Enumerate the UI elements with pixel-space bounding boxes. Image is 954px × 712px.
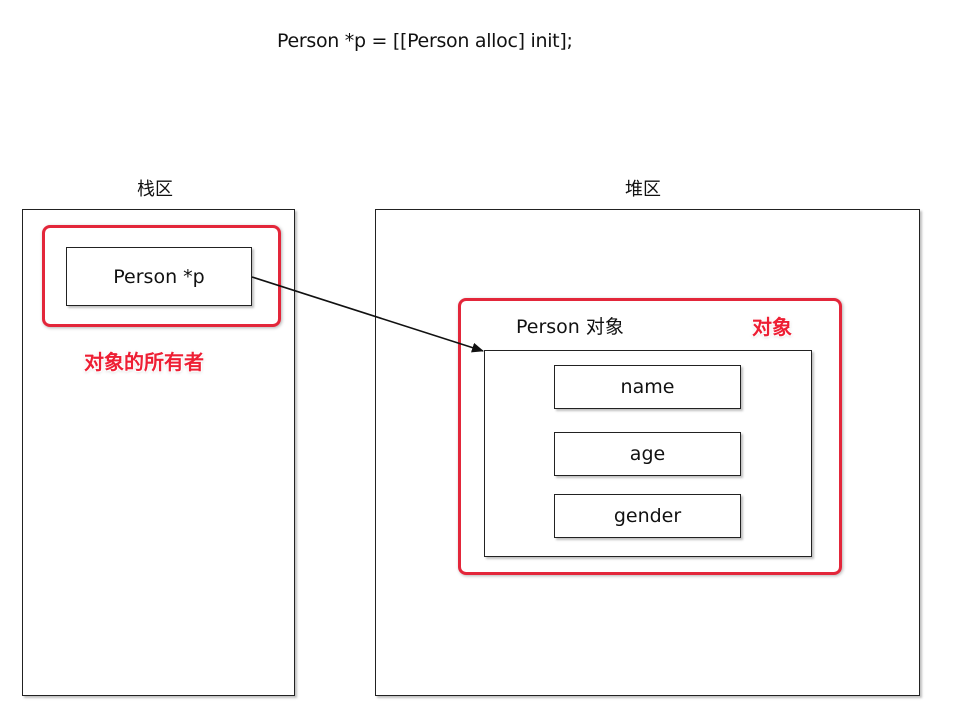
field-gender: gender	[554, 494, 741, 538]
owner-highlight-frame	[42, 225, 281, 327]
code-line: Person *p = [[Person alloc] init];	[277, 30, 573, 52]
owner-label: 对象的所有者	[84, 350, 204, 374]
object-label: 对象	[752, 315, 792, 339]
stack-region	[22, 209, 295, 696]
stack-region-title: 栈区	[137, 179, 173, 200]
heap-region-title: 堆区	[625, 179, 661, 200]
object-title: Person 对象	[516, 316, 624, 338]
pointer-variable-box: Person *p	[66, 247, 252, 306]
field-name: name	[554, 365, 741, 409]
field-age: age	[554, 432, 741, 476]
object-highlight-frame	[458, 298, 842, 575]
heap-region	[375, 209, 920, 696]
